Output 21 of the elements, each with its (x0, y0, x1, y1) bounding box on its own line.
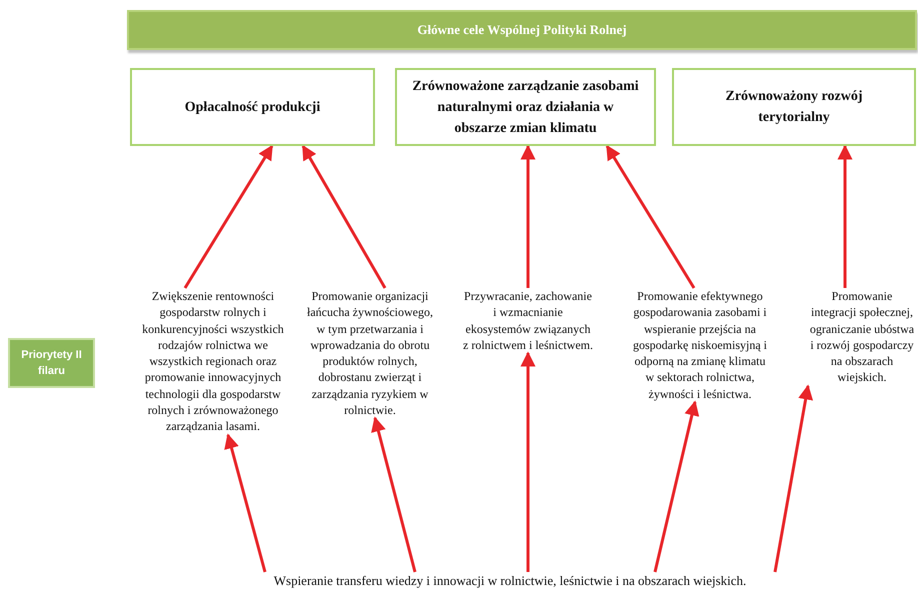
arrow (774, 384, 814, 572)
goal-box: Opłacalność produkcji (130, 68, 375, 146)
footer-text: Wspieranie transferu wiedzy i innowacji w rolnictwie, leśnictwie i na obszarach wiejskich. (274, 573, 746, 588)
arrow (606, 144, 696, 289)
arrow (654, 400, 700, 572)
priority-text: Zwiększenie rentowności gospodarstw rolnych i konkurencyjności wszystkich rodzajów rolnictwa we wszystkich regionach oraz promowanie innowacyjnych technologii dla gospodarstw rolnych i zrównoważonego zarządzania lasami. (142, 289, 284, 434)
goal-box: Zrównoważony rozwój terytorialny (672, 68, 916, 146)
goal-box: Zrównoważone zarządzanie zasobami naturalnymi oraz działania w obszarze zmian klimatu (395, 68, 656, 146)
label-box: Priorytety II filaru (8, 338, 95, 388)
priority-text: Promowanie efektywnego gospodarowania zasobami i wspieranie przejścia na gospodarkę niskoemisyjną i odporną na zmianę klimatu w sektorach rolnictwa, żywności i leśnictwa. (633, 289, 767, 401)
priority-text: Promowanie integracji społecznej, ograniczanie ubóstwa i rozwój gospodarczy na obszarach wiejskich. (810, 289, 914, 384)
arrow (224, 434, 266, 572)
priority-text: Przywracanie, zachowanie i wzmacnianie ekosystemów związanych z rolnictwem i leśnictwem. (463, 289, 593, 352)
arrow (838, 144, 852, 288)
priority-text: Promowanie organizacji łańcucha żywnościowego, w tym przetwarzania i wprowadzania do obrotu produktów rolnych, dobrostanu zwierząt i zarządzania ryzykiem w rolnictwie. (307, 289, 433, 418)
arrow (184, 144, 274, 289)
arrow (302, 144, 386, 289)
arrow (371, 416, 416, 572)
arrow (520, 144, 536, 288)
heading-band: Główne cele Wspólnej Polityki Rolnej (127, 10, 917, 50)
arrow (520, 352, 536, 572)
